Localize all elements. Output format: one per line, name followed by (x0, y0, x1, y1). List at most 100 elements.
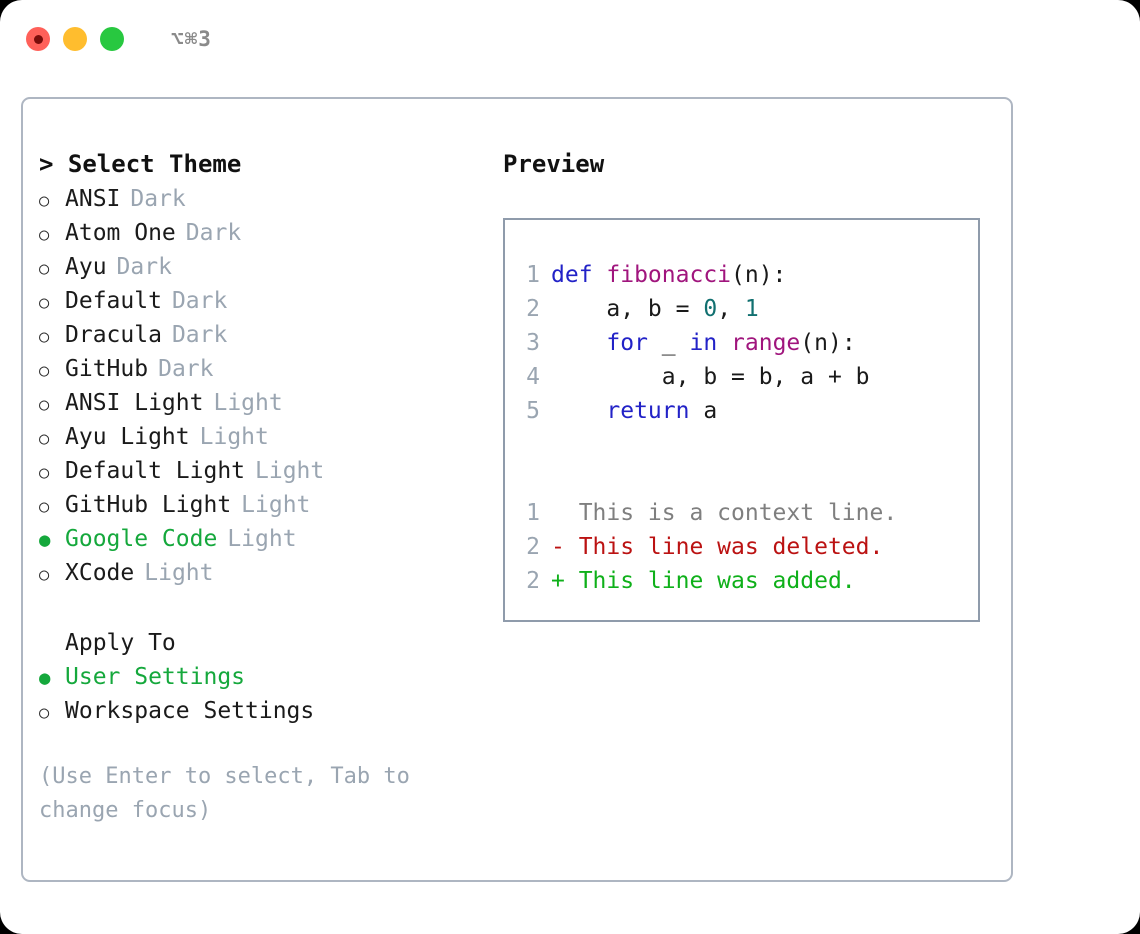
diff-sample: 1 This is a context line. 2 - This line wa… (505, 496, 978, 598)
radio-unselected-icon: ○ (39, 361, 50, 381)
token-kw: def (551, 262, 607, 288)
apply-option-user-settings[interactable]: ●User Settings (39, 660, 503, 694)
theme-option-ansi-light[interactable]: ○ ANSI Light Light (39, 386, 503, 420)
code-text: def fibonacci(n): (551, 258, 786, 292)
line-number: 2 (526, 568, 540, 594)
option-label: Default Light (65, 458, 246, 484)
radio-unselected-icon: ○ (39, 395, 50, 415)
option-variant-tag: Light (144, 560, 214, 586)
option-label: Ayu (65, 254, 107, 280)
apply-option-workspace-settings[interactable]: ○Workspace Settings (39, 694, 503, 728)
option-label: Default (65, 288, 162, 314)
radio-unselected-icon: ○ (39, 565, 50, 585)
diff-line: 2 - This line was deleted. (505, 530, 978, 564)
line-number: 1 (526, 500, 540, 526)
token-kw: return (606, 398, 690, 424)
code-line: 5 return a (505, 394, 978, 428)
code-text: a, b = 0, 1 (551, 292, 759, 326)
diff-text-del: - This line was deleted. (551, 534, 884, 560)
token-plain (717, 330, 731, 356)
line-number: 4 (526, 364, 540, 390)
option-label: ANSI (65, 186, 121, 212)
token-kw: for (606, 330, 648, 356)
apply-to-option-list: ●User Settings○Workspace Settings (39, 660, 503, 728)
option-label: Workspace Settings (65, 698, 315, 724)
option-variant-tag: Light (255, 458, 325, 484)
spacer (39, 590, 503, 626)
diff-text-ctx: This is a context line. (551, 500, 898, 526)
token-plain (551, 330, 606, 356)
option-label: Dracula (65, 322, 162, 348)
line-number: 1 (526, 262, 540, 288)
option-variant-tag: Dark (158, 356, 214, 382)
line-number: 2 (526, 534, 540, 560)
radio-unselected-icon: ○ (39, 191, 50, 211)
code-text: for _ in range(n): (551, 326, 856, 360)
theme-option-ayu[interactable]: ○ Ayu Dark (39, 250, 503, 284)
line-number: 5 (526, 398, 540, 424)
radio-selected-icon: ● (39, 529, 51, 551)
theme-option-ansi[interactable]: ○ ANSI Dark (39, 182, 503, 216)
token-fn: fibonacci (606, 262, 732, 288)
code-line: 2 a, b = 0, 1 (505, 292, 978, 326)
preview-title: Preview (503, 150, 605, 178)
radio-unselected-icon: ○ (39, 497, 50, 517)
titlebar: ⌥⌘3 (0, 0, 1140, 78)
option-variant-tag: Dark (185, 220, 242, 246)
diff-line: 2 + This line was added. (505, 564, 978, 598)
option-label: ANSI Light (65, 390, 204, 416)
radio-unselected-icon: ○ (39, 327, 50, 347)
diff-line: 1 This is a context line. (505, 496, 978, 530)
theme-option-xcode[interactable]: ○ XCode Light (39, 556, 503, 590)
option-label: Google Code (65, 526, 218, 552)
token-kw: in (689, 330, 718, 356)
option-variant-tag: Light (227, 526, 297, 552)
option-label: Ayu Light (65, 424, 190, 450)
spacer (505, 462, 978, 496)
recording-indicator-icon (33, 34, 43, 44)
close-button[interactable] (26, 27, 50, 51)
diff-text-add: + This line was added. (551, 568, 856, 594)
option-variant-tag: Light (199, 424, 269, 450)
option-variant-tag: Light (241, 492, 311, 518)
token-plain: _ (647, 330, 690, 356)
option-label: GitHub Light (65, 492, 232, 518)
radio-unselected-icon: ○ (39, 293, 50, 313)
theme-option-google-code[interactable]: ● Google Code Light (39, 522, 503, 556)
token-plain: a, b = (551, 296, 704, 322)
code-line: 3 for _ in range(n): (505, 326, 978, 360)
token-fn: range (731, 330, 801, 356)
minimize-button[interactable] (63, 27, 87, 51)
option-variant-tag: Dark (130, 186, 186, 212)
radio-unselected-icon: ○ (39, 259, 50, 279)
theme-option-github-light[interactable]: ○ GitHub Light Light (39, 488, 503, 522)
maximize-button[interactable] (100, 27, 124, 51)
option-label: XCode (65, 560, 135, 586)
radio-unselected-icon: ○ (39, 225, 50, 245)
theme-option-default[interactable]: ○ Default Dark (39, 284, 503, 318)
token-plain: (n): (800, 330, 856, 356)
option-variant-tag: Light (213, 390, 283, 416)
line-number: 2 (526, 296, 540, 322)
option-variant-tag: Dark (116, 254, 172, 280)
code-line: 1 def fibonacci(n): (505, 258, 978, 292)
keyboard-hint: (Use Enter to select, Tab to change focu… (39, 764, 424, 823)
token-plain: , (717, 296, 745, 322)
traffic-lights (26, 27, 124, 51)
code-line: 4 a, b = b, a + b (505, 360, 978, 394)
option-variant-tag: Dark (171, 288, 228, 314)
page-title: > Select Theme (39, 150, 242, 178)
token-num: 1 (744, 296, 759, 322)
apply-to-title: Apply To (65, 630, 176, 656)
